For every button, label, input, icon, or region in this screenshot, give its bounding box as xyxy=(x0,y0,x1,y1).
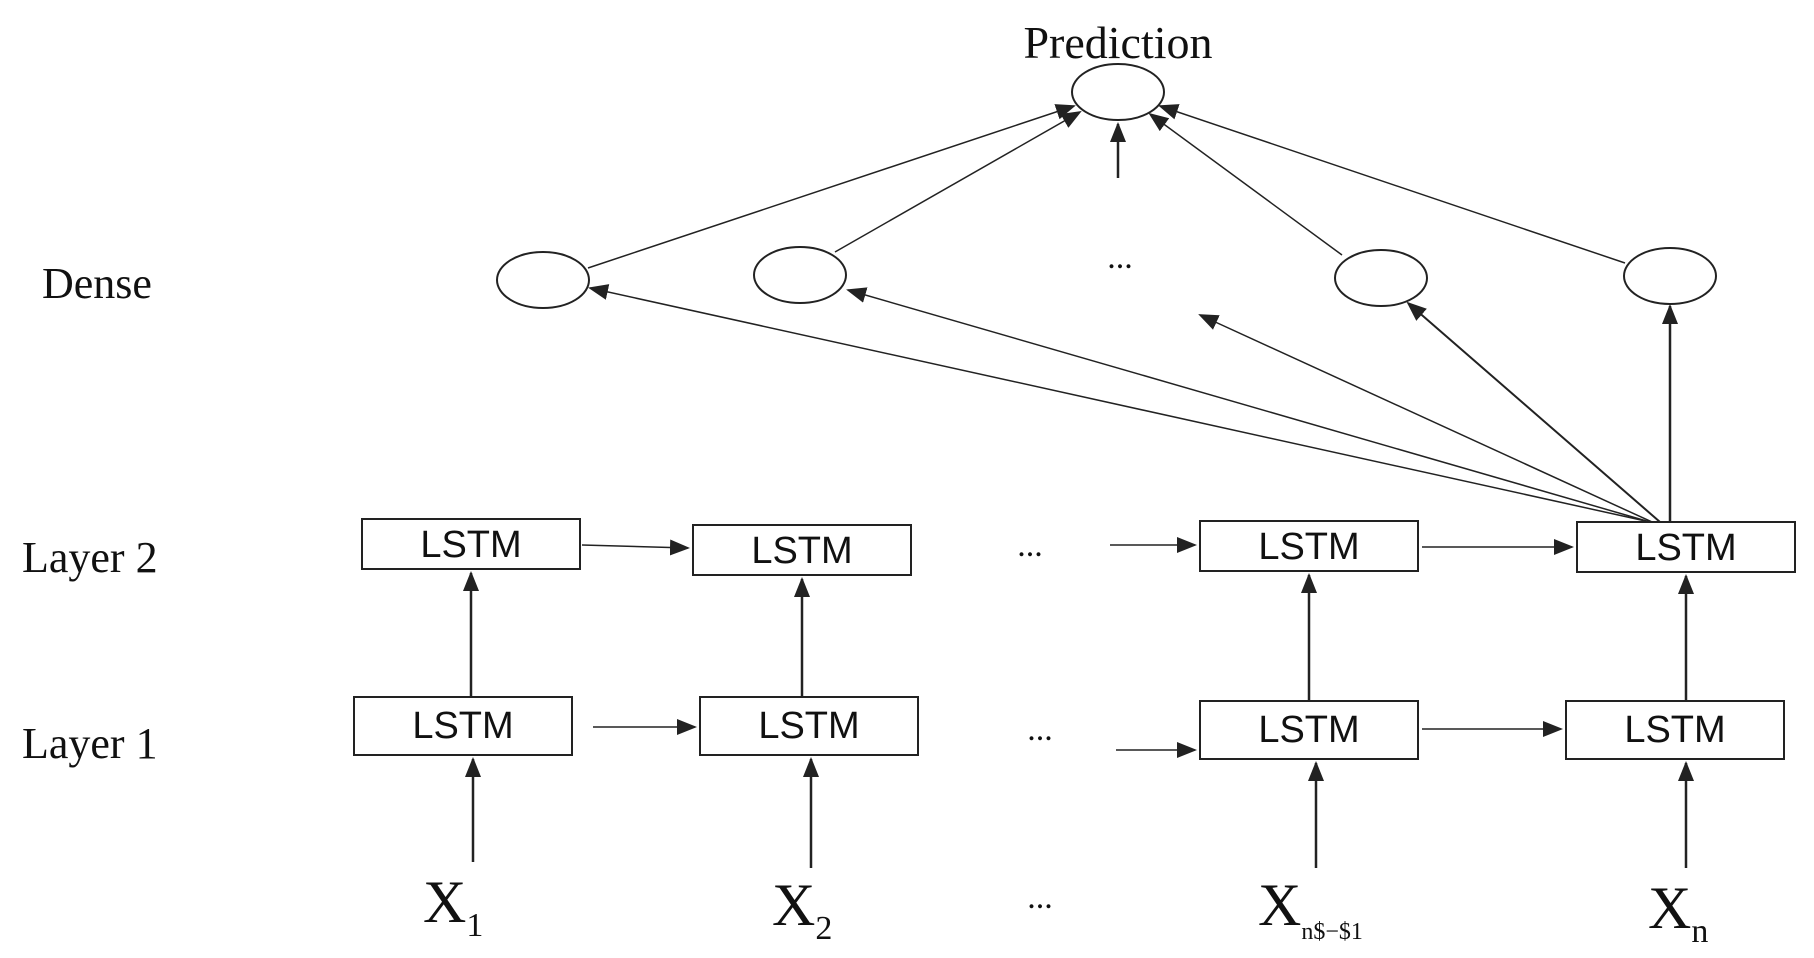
dense1-to-prediction xyxy=(587,104,1076,269)
lstm-to-dense3 xyxy=(1406,301,1661,523)
dense-row-label: Dense xyxy=(42,259,152,308)
dense2-to-prediction xyxy=(834,111,1082,253)
lstm-label: LSTM xyxy=(1635,527,1736,569)
layer1-ellipsis: ... xyxy=(1027,711,1053,748)
layer2-ellipsis: ... xyxy=(1017,527,1043,564)
layer2-lstm-cell-1: LSTM xyxy=(361,518,581,570)
lstm-label: LSTM xyxy=(1624,709,1725,751)
dense4-to-prediction xyxy=(1158,104,1626,264)
layer1-lstm-cell-1: LSTM xyxy=(353,696,573,756)
layer1-lstm-cell-4: LSTM xyxy=(1565,700,1785,760)
input-label-4: Xn xyxy=(1648,875,1708,950)
lstm-label: LSTM xyxy=(1258,526,1359,568)
lstm-label: LSTM xyxy=(751,530,852,572)
input-ellipsis: ... xyxy=(1027,879,1053,916)
input-label-2: X2 xyxy=(772,872,832,947)
dense-node-1 xyxy=(496,251,590,309)
layer2-arrow-1-2 xyxy=(581,539,690,556)
lstm-to-dense1 xyxy=(588,284,1651,523)
layer2-lstm-cell-3: LSTM xyxy=(1199,520,1419,572)
dense-node-3 xyxy=(1334,249,1428,307)
input-label-3: Xn$−$1 xyxy=(1258,872,1363,945)
dense-ellipsis: ... xyxy=(1107,239,1133,276)
layer2-lstm-cell-4: LSTM xyxy=(1576,521,1796,573)
dense-node-4 xyxy=(1623,247,1717,305)
layer2-row-label: Layer 2 xyxy=(22,533,158,582)
lstm-label: LSTM xyxy=(412,705,513,747)
layer2-lstm-cell-2: LSTM xyxy=(692,524,912,576)
lstm-to-dense2 xyxy=(846,287,1651,523)
lstm-label: LSTM xyxy=(758,705,859,747)
lstm-to-dense-ellipsis xyxy=(1198,314,1653,523)
layer1-lstm-cell-3: LSTM xyxy=(1199,700,1419,760)
input-label-1: X1 xyxy=(423,869,483,944)
lstm-label: LSTM xyxy=(1258,709,1359,751)
layer1-lstm-cell-2: LSTM xyxy=(699,696,919,756)
prediction-title: Prediction xyxy=(1023,17,1212,68)
dense-node-2 xyxy=(753,246,847,304)
layer1-row-label: Layer 1 xyxy=(22,719,158,768)
prediction-node xyxy=(1071,63,1165,121)
lstm-label: LSTM xyxy=(420,524,521,566)
dense3-to-prediction xyxy=(1148,112,1343,256)
